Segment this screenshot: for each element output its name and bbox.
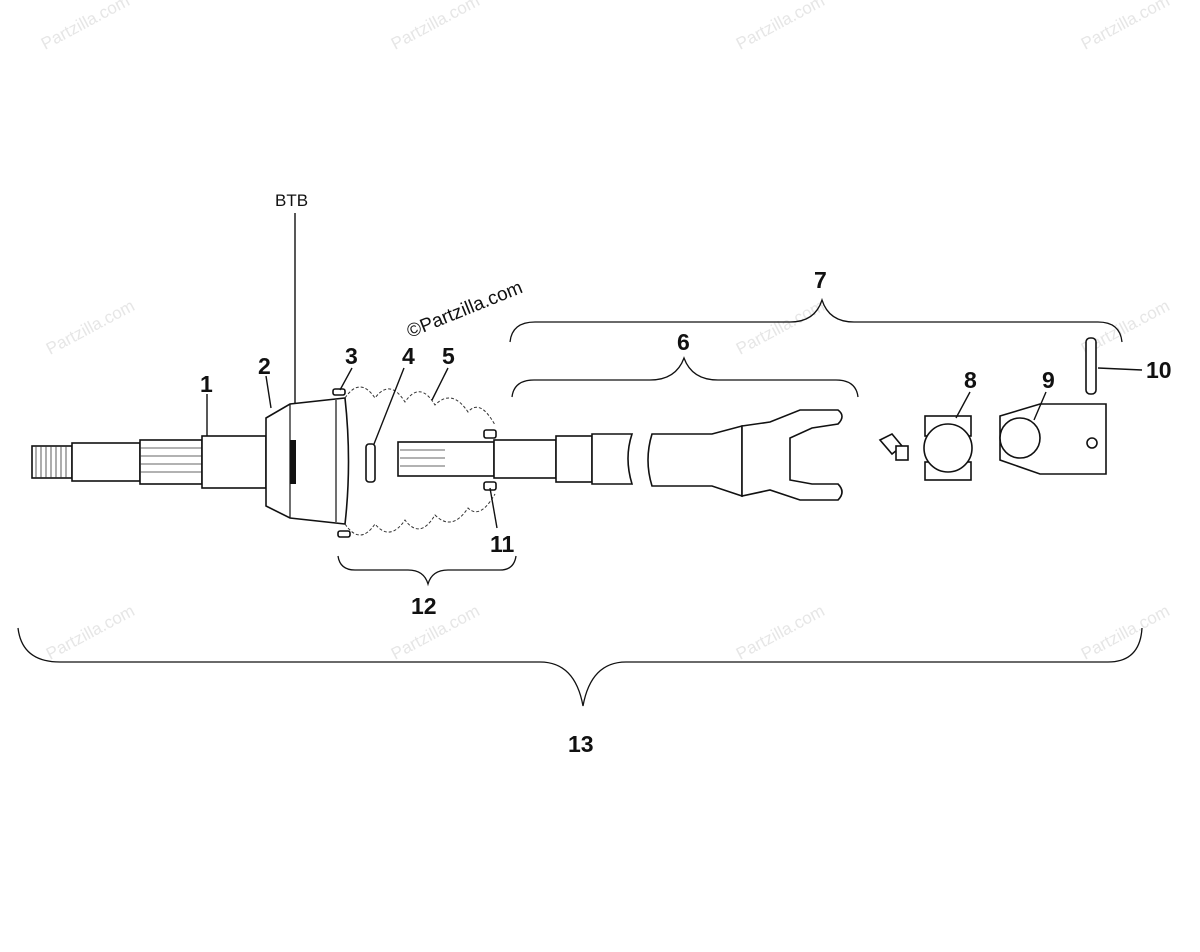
thread-lines [35, 446, 67, 478]
watermark-main: ©Partzilla.com [404, 277, 526, 342]
brace-7 [509, 297, 1123, 343]
watermark-layer: Partzilla.com Partzilla.com Partzilla.co… [38, 0, 1173, 664]
watermark-text: Partzilla.com [733, 0, 828, 54]
callout-8: 8 [964, 367, 977, 393]
callout-10: 10 [1146, 357, 1172, 383]
callout-2: 2 [258, 353, 271, 379]
grease-fitting [878, 433, 909, 461]
callout-12: 12 [411, 593, 437, 619]
watermark-text: Partzilla.com [733, 296, 828, 358]
callout-11: 11 [490, 531, 515, 557]
callout-9: 9 [1042, 367, 1055, 393]
shaft-collar [555, 435, 593, 483]
snap-ring [365, 443, 376, 483]
watermark-text: Partzilla.com [43, 296, 138, 358]
shaft-neck [71, 442, 141, 482]
boot-clamp-top [332, 388, 346, 396]
drive-shaft [397, 409, 843, 501]
shaft-body [201, 435, 267, 489]
leader-10 [1097, 367, 1143, 371]
leader-11 [489, 487, 498, 529]
callout-7: 7 [814, 267, 827, 293]
flange-yoke [999, 403, 1107, 475]
leader-8 [955, 391, 971, 419]
brace-6 [511, 356, 859, 398]
spline-pin-top [483, 429, 497, 439]
inner-spline-lines [400, 449, 445, 467]
shaft-tube-break-right [647, 424, 743, 498]
callout-5: 5 [442, 343, 455, 369]
leader-3 [339, 367, 353, 391]
leader-5 [431, 367, 449, 401]
watermark-text: Partzilla.com [43, 601, 138, 663]
inner-spline [397, 441, 495, 477]
roll-pin [1085, 337, 1097, 395]
shaft-tube-break-left [591, 433, 634, 485]
brace-13 [17, 627, 1143, 707]
watermark-text: Partzilla.com [1078, 0, 1173, 54]
boot-top-outline [344, 386, 496, 426]
callout-13: 13 [568, 731, 594, 757]
boot-clamp-bottom [337, 530, 351, 538]
watermark-text: Partzilla.com [38, 0, 133, 54]
boot-bottom-outline [344, 493, 496, 536]
housing-body [265, 397, 350, 525]
callout-3: 3 [345, 343, 358, 369]
callout-4: 4 [402, 343, 415, 369]
u-joint-cross [923, 415, 973, 481]
leader-4 [373, 367, 405, 445]
spline-section [139, 439, 203, 485]
threaded-end [31, 445, 73, 479]
cross-body [923, 423, 973, 473]
watermark-text: Partzilla.com [733, 601, 828, 663]
flange-bore [999, 417, 1041, 459]
brace-12 [337, 555, 517, 587]
cv-housing [265, 397, 350, 525]
callout-6: 6 [677, 329, 690, 355]
flange-hole [1086, 437, 1098, 449]
btb-label: BTB [275, 191, 308, 210]
spline-lines [140, 447, 202, 473]
shaft-tube-a [493, 439, 557, 479]
leader-2 [265, 375, 272, 409]
watermark-text: Partzilla.com [1078, 601, 1173, 663]
leader-9 [1033, 391, 1047, 421]
yoke [741, 409, 843, 501]
stub-shaft [31, 435, 267, 489]
watermark-text: Partzilla.com [388, 0, 483, 54]
callout-1: 1 [200, 371, 213, 397]
housing-slot [290, 440, 296, 484]
